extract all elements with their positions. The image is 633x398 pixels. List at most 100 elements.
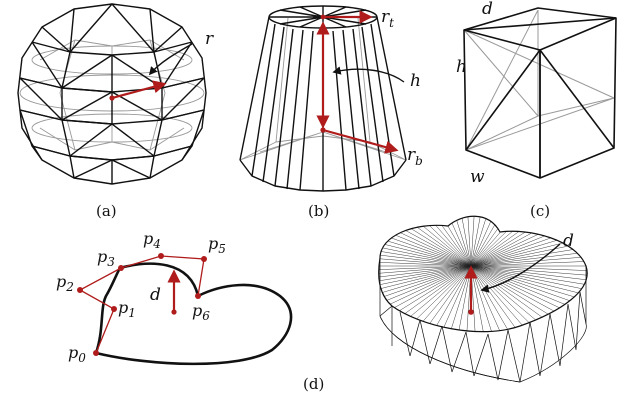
fan-edge [378, 216, 472, 267]
fan-edge [378, 265, 472, 320]
fan-edge [378, 234, 472, 267]
fan-edge [470, 265, 488, 332]
fan-edge [421, 265, 472, 332]
fan-edge [378, 229, 472, 267]
fan-edge [378, 216, 472, 267]
point-label-p1: p1 [118, 298, 136, 320]
fan-edge [470, 265, 542, 332]
point-label-p4: p4 [143, 229, 161, 251]
extrusion-top-outline [378, 215, 588, 333]
fan-edge [470, 229, 588, 267]
control-point-p3 [118, 265, 124, 271]
fan-edge [470, 265, 588, 279]
fan-edge [432, 265, 472, 332]
fan-edge [400, 265, 472, 332]
fan-edge [378, 265, 472, 329]
point-label-p2: p2 [56, 272, 74, 294]
cone-panel: rt h rb (b) [239, 5, 423, 220]
control-point-p5 [201, 256, 207, 262]
fan-edge [470, 216, 532, 267]
fan-edge [470, 265, 588, 273]
fan-edge [378, 265, 472, 292]
profile-depth-label: d [150, 285, 161, 305]
fan-edge [470, 223, 588, 267]
fan-edge [378, 265, 472, 314]
point-label-p3: p3 [97, 247, 115, 269]
fan-edge [470, 216, 488, 267]
sphere-wireframe [17, 3, 207, 185]
fan-edge [470, 265, 521, 332]
fan-edge [378, 265, 472, 298]
caption-b: (b) [308, 202, 329, 220]
fan-edge [470, 216, 587, 267]
fan-edge [443, 216, 472, 267]
cone-height-pointer [332, 66, 405, 83]
fan-edge [470, 265, 588, 303]
fan-edge [470, 216, 499, 267]
sphere-center-dot [109, 95, 115, 101]
fan-edge [432, 216, 472, 267]
profile-curve [94, 262, 293, 366]
fan-edge [470, 265, 588, 298]
fan-edge [378, 216, 472, 267]
fan-edge [378, 216, 472, 267]
point-label-p0: p0 [68, 343, 86, 365]
sphere-label-pointer [148, 43, 193, 76]
control-point-p6 [195, 293, 201, 299]
extrusion-side-walls [379, 258, 587, 383]
fan-edge [470, 265, 499, 332]
fan-edge [378, 265, 472, 279]
fan-edge [470, 265, 588, 285]
fan-edge [378, 265, 472, 285]
cone-height-label: h [410, 71, 421, 91]
cone-top-center-dot [320, 14, 326, 20]
extrusion-panel: d [378, 215, 588, 383]
fan-edge [470, 216, 570, 267]
point-label-p5: p5 [208, 234, 226, 256]
sphere-panel: r (a) [17, 3, 214, 220]
control-point-p1 [111, 306, 117, 312]
extrusion-depth-label: d [563, 231, 574, 251]
fan-edge [470, 216, 477, 267]
sphere-radius-arrow [111, 80, 167, 100]
control-point-p4 [158, 253, 164, 259]
profile-depth-origin-dot [171, 309, 177, 315]
fan-edge [470, 216, 521, 267]
fan-edge [470, 247, 588, 267]
fan-edge [470, 265, 588, 325]
caption-d: (d) [303, 375, 324, 393]
fan-edge [378, 223, 472, 267]
cone-bottom-radius-label: rb [407, 145, 423, 168]
fan-edge [421, 216, 472, 267]
fan-edge [470, 265, 532, 332]
box-height-label: h [456, 57, 467, 77]
fan-edge [470, 265, 588, 292]
extrusion-depth-origin-dot [468, 309, 474, 315]
fan-edge [470, 259, 588, 267]
fan-edge [470, 218, 588, 267]
fan-edge [378, 247, 472, 267]
fan-edge [390, 216, 472, 267]
fan-edge [470, 265, 579, 332]
sphere-radius-label: r [205, 29, 214, 49]
box-wireframe [463, 7, 617, 179]
fan-edge [378, 259, 472, 267]
profile-control-points [77, 253, 207, 356]
cone-top-radius-label: rt [381, 7, 394, 30]
fan-edge [470, 265, 510, 332]
fan-edge [470, 253, 588, 267]
fan-edge [465, 216, 472, 267]
fan-edge [378, 240, 472, 267]
fan-edge [378, 253, 472, 267]
fan-edge [381, 216, 472, 267]
fan-edge [378, 265, 472, 325]
fan-edge [454, 216, 472, 267]
fan-edge [454, 265, 472, 332]
profile-panel: p0 p1 p2 p3 p4 p5 p6 d [56, 229, 293, 366]
fan-edge [378, 265, 472, 309]
fan-edge [470, 216, 510, 267]
fan-edge [378, 265, 472, 273]
fan-edge [470, 216, 579, 267]
fan-edge [410, 265, 472, 332]
